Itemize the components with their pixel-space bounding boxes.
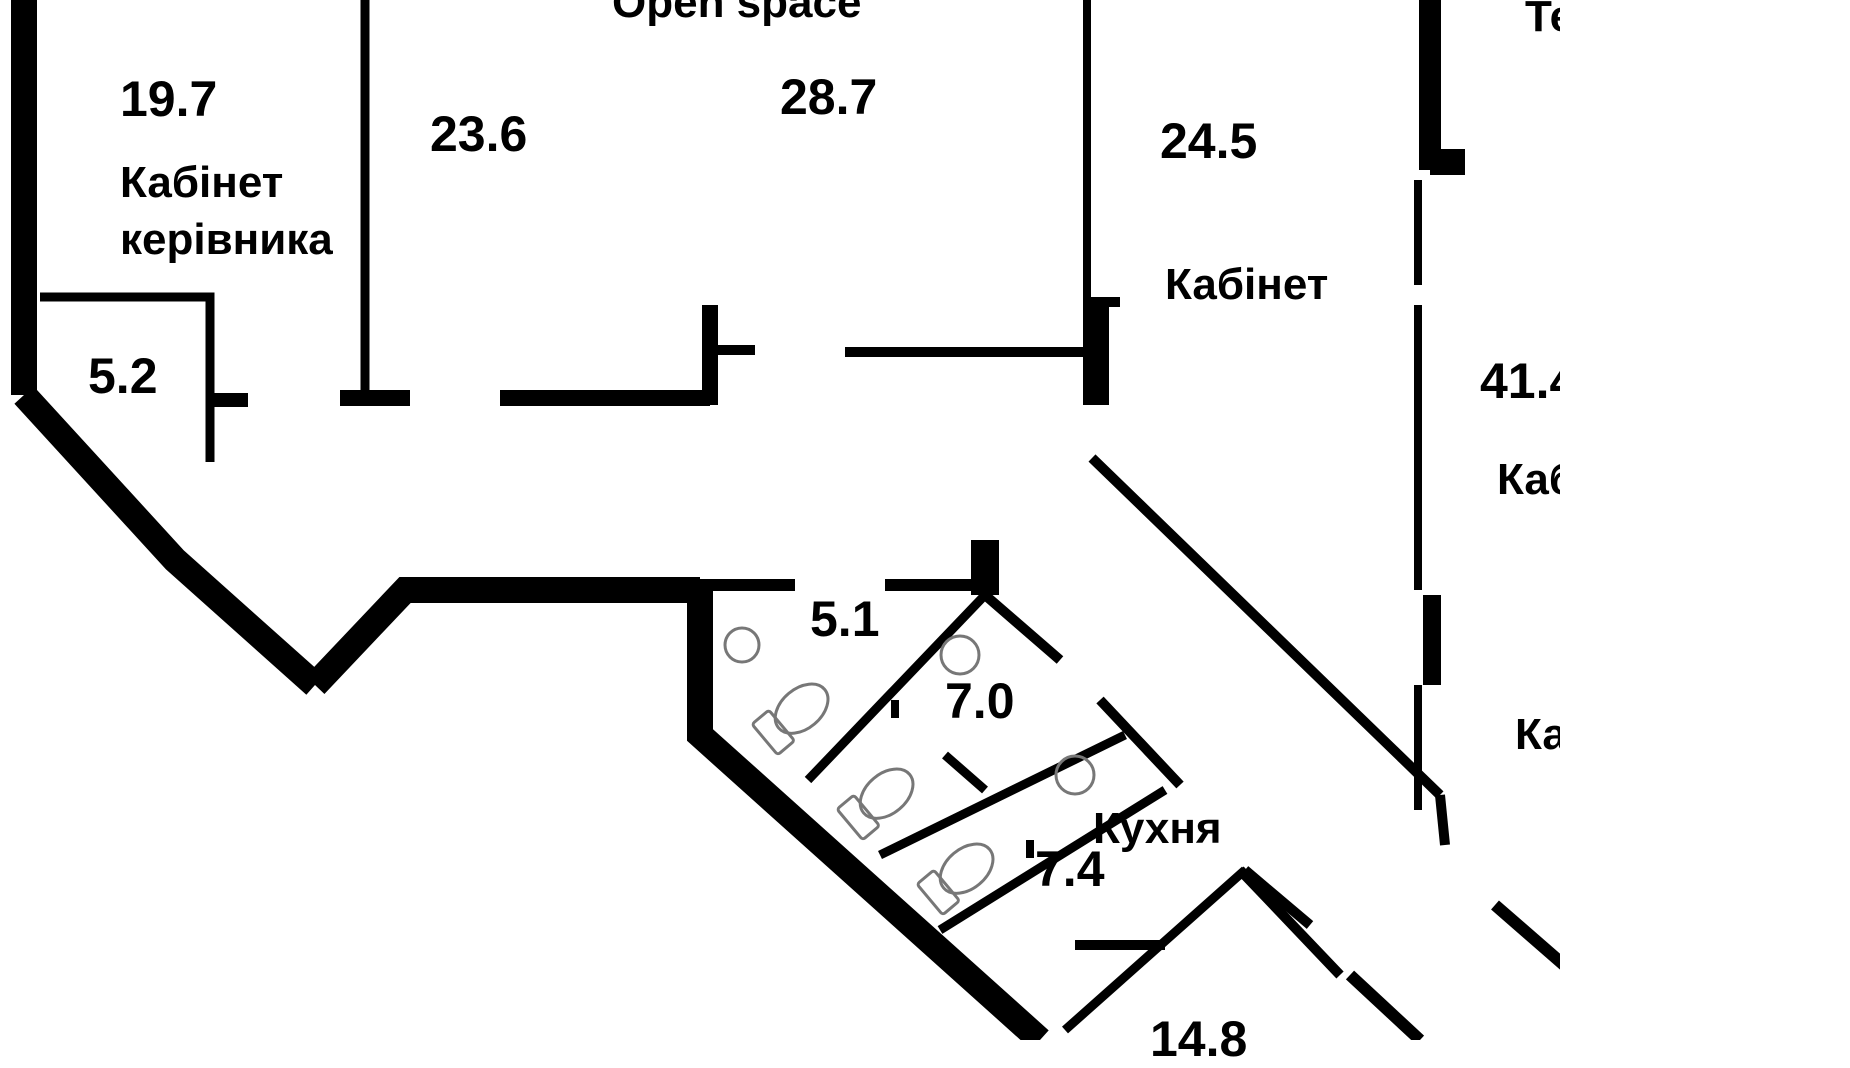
toilet-icon (751, 682, 995, 916)
room-name-head-office-line1: Кабінет (120, 158, 284, 207)
interior-walls (40, 0, 1800, 1040)
room-name-head-office-line2: керівника (120, 215, 333, 264)
room-area-cabinet-1: 24.5 (1160, 113, 1258, 169)
blank-margin (1560, 0, 1850, 1040)
room-name-cabinet-1: Кабінет (1165, 260, 1329, 309)
sink-icon (723, 626, 1096, 796)
room-area-wc-1: 5.1 (810, 591, 880, 647)
room-area-open-space-b: 28.7 (780, 69, 878, 125)
room-area-bottom-room: 14.8 (1150, 1011, 1248, 1067)
room-area-wc-2: 7.0 (945, 673, 1015, 729)
room-name-kitchen: Кухня (1093, 804, 1222, 853)
floor-plan (11, 0, 1819, 1040)
room-area-head-office: 19.7 (120, 71, 218, 127)
room-area-storage: 5.2 (88, 348, 158, 404)
room-name-open-space: Open space (612, 0, 862, 27)
room-area-kitchen: 7.4 (1035, 841, 1105, 897)
room-area-open-space-a: 23.6 (430, 106, 528, 162)
